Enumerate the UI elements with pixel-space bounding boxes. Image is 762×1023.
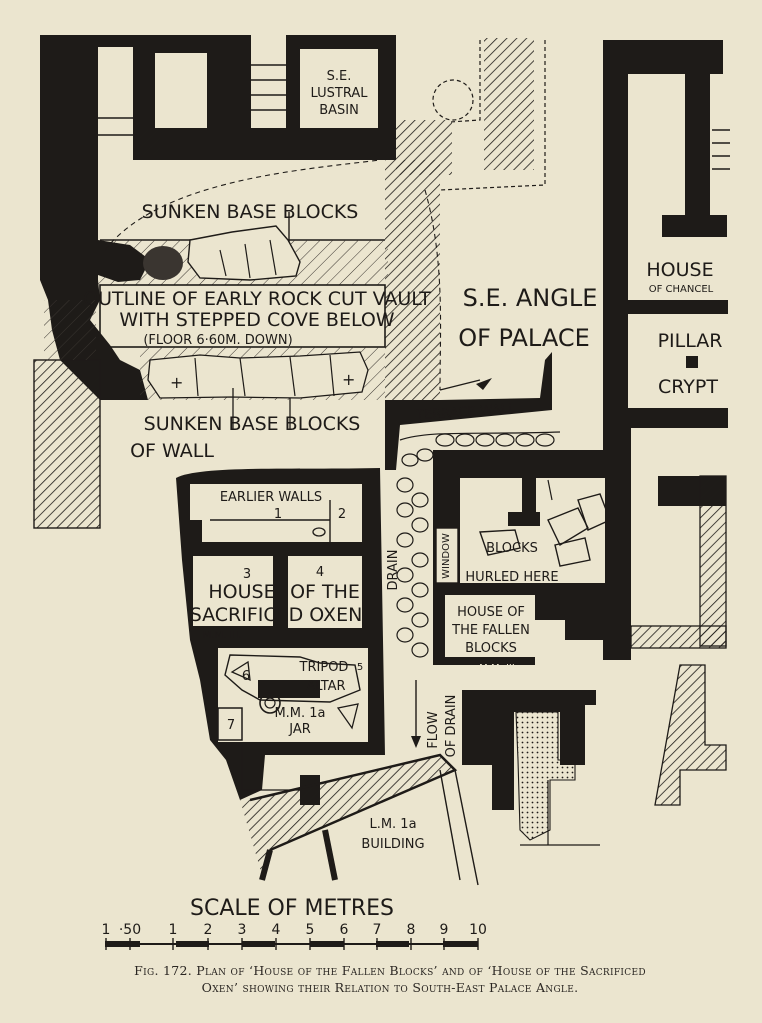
label-outline-3: (FLOOR 6·60M. DOWN) bbox=[143, 333, 292, 348]
scale-tick-label: 3 bbox=[238, 922, 247, 938]
label-sunken-base-blocks-wall-2: OF WALL bbox=[130, 440, 214, 462]
label-room-6: 6 bbox=[242, 669, 250, 684]
scale-tick-label: 4 bbox=[272, 922, 281, 938]
label-se-angle-2: OF PALACE bbox=[458, 324, 590, 352]
label-mm1a-jar-1: M.M. 1a bbox=[274, 706, 325, 721]
label-mm3-right: M.M. III bbox=[479, 663, 515, 674]
label-room-2: 2 bbox=[338, 507, 346, 522]
svg-text:+: + bbox=[342, 370, 355, 389]
label-fallen-1: HOUSE OF bbox=[457, 605, 525, 620]
scale-tick-label: 1 bbox=[169, 922, 178, 938]
scale-tick-label: 9 bbox=[440, 922, 449, 938]
label-crypt: CRYPT bbox=[658, 376, 718, 398]
label-house-chancel-1: HOUSE bbox=[646, 259, 713, 281]
label-blocks-1: BLOCKS bbox=[486, 541, 538, 556]
label-sunken-base-blocks-top: SUNKEN BASE BLOCKS bbox=[142, 201, 359, 223]
scale-tick-label: 1 bbox=[102, 922, 111, 938]
caption-line-1: Fig. 172. Plan of ‘House of the Fallen B… bbox=[134, 963, 646, 978]
label-flow: FLOW bbox=[426, 711, 441, 748]
label-outline-2: WITH STEPPED COVE BELOW bbox=[119, 309, 394, 331]
scale-tick-label: 2 bbox=[204, 922, 213, 938]
label-room-4: 4 bbox=[316, 565, 324, 580]
label-blocks-2: HURLED HERE bbox=[465, 570, 558, 585]
scale-tick-label: 5 bbox=[306, 922, 315, 938]
label-mm3-left: M.M. III. bbox=[203, 630, 242, 641]
label-terrace-wall: TERRACE WALL bbox=[415, 402, 517, 424]
scale-tick-label: ·50 bbox=[119, 922, 141, 938]
label-tripod: TRIPOD bbox=[299, 660, 349, 675]
label-building: BUILDING bbox=[361, 837, 424, 852]
label-room-7: 7 bbox=[227, 718, 235, 733]
plan-labels: S.E. LUSTRAL BASIN SUNKEN BASE BLOCKS OU… bbox=[83, 69, 722, 852]
label-fallen-3: BLOCKS bbox=[465, 641, 517, 656]
label-se-lustral-3: BASIN bbox=[319, 103, 359, 118]
label-room-5: 5 bbox=[357, 662, 363, 673]
scale-bar: SCALE OF METRES 1 ·50 1 2 3 4 5 6 7 8 9 10 bbox=[102, 896, 487, 950]
label-room-3: 3 bbox=[243, 567, 251, 582]
caption-line-2: Oxen’ showing their Relation to South-Ea… bbox=[201, 980, 579, 995]
label-mm1a-jar-2: JAR bbox=[288, 722, 311, 737]
top-left-complex: + + bbox=[33, 35, 552, 529]
label-fallen-2: THE FALLEN bbox=[451, 623, 530, 638]
scale-ticks: 1 ·50 1 2 3 4 5 6 7 8 9 10 bbox=[102, 922, 487, 950]
label-earlier-walls: EARLIER WALLS bbox=[220, 490, 322, 505]
label-sacrificed-oxen: SACRIFICED OXEN bbox=[190, 604, 363, 626]
scale-tick-label: 7 bbox=[373, 922, 382, 938]
label-drain: DRAIN bbox=[386, 550, 401, 591]
label-outline-1: OUTLINE OF EARLY ROCK CUT VAULT bbox=[83, 288, 431, 310]
svg-text:+: + bbox=[170, 373, 183, 392]
house-of-the-fallen-blocks bbox=[433, 450, 630, 665]
scale-tick-label: 8 bbox=[407, 922, 416, 938]
label-pillar: PILLAR bbox=[658, 330, 723, 352]
label-of-drain: OF DRAIN bbox=[444, 695, 459, 758]
scale-tick-label: 6 bbox=[340, 922, 349, 938]
figure-caption: Fig. 172. Plan of ‘House of the Fallen B… bbox=[60, 962, 720, 996]
label-lm1a: L.M. 1a bbox=[369, 817, 416, 832]
scale-title: SCALE OF METRES bbox=[190, 896, 394, 921]
label-window: WINDOW bbox=[441, 533, 452, 579]
lm1a-building bbox=[240, 753, 479, 886]
label-sunken-base-blocks-wall-1: SUNKEN BASE BLOCKS bbox=[144, 413, 361, 435]
lower-right-structure bbox=[462, 690, 600, 846]
label-sacrificed-of-the: OF THE bbox=[290, 581, 360, 603]
scale-tick-label: 10 bbox=[469, 922, 487, 938]
label-altar: ALTAR bbox=[306, 679, 345, 694]
label-room-1: 1 bbox=[274, 507, 282, 522]
label-sacrificed-house: HOUSE bbox=[208, 581, 275, 603]
label-house-chancel-2: OF CHANCEL bbox=[649, 284, 714, 295]
label-se-lustral: S.E. bbox=[327, 69, 352, 84]
label-se-lustral-2: LUSTRAL bbox=[311, 86, 369, 101]
label-se-angle-1: S.E. ANGLE bbox=[463, 284, 598, 312]
house-of-chancel bbox=[603, 40, 730, 806]
